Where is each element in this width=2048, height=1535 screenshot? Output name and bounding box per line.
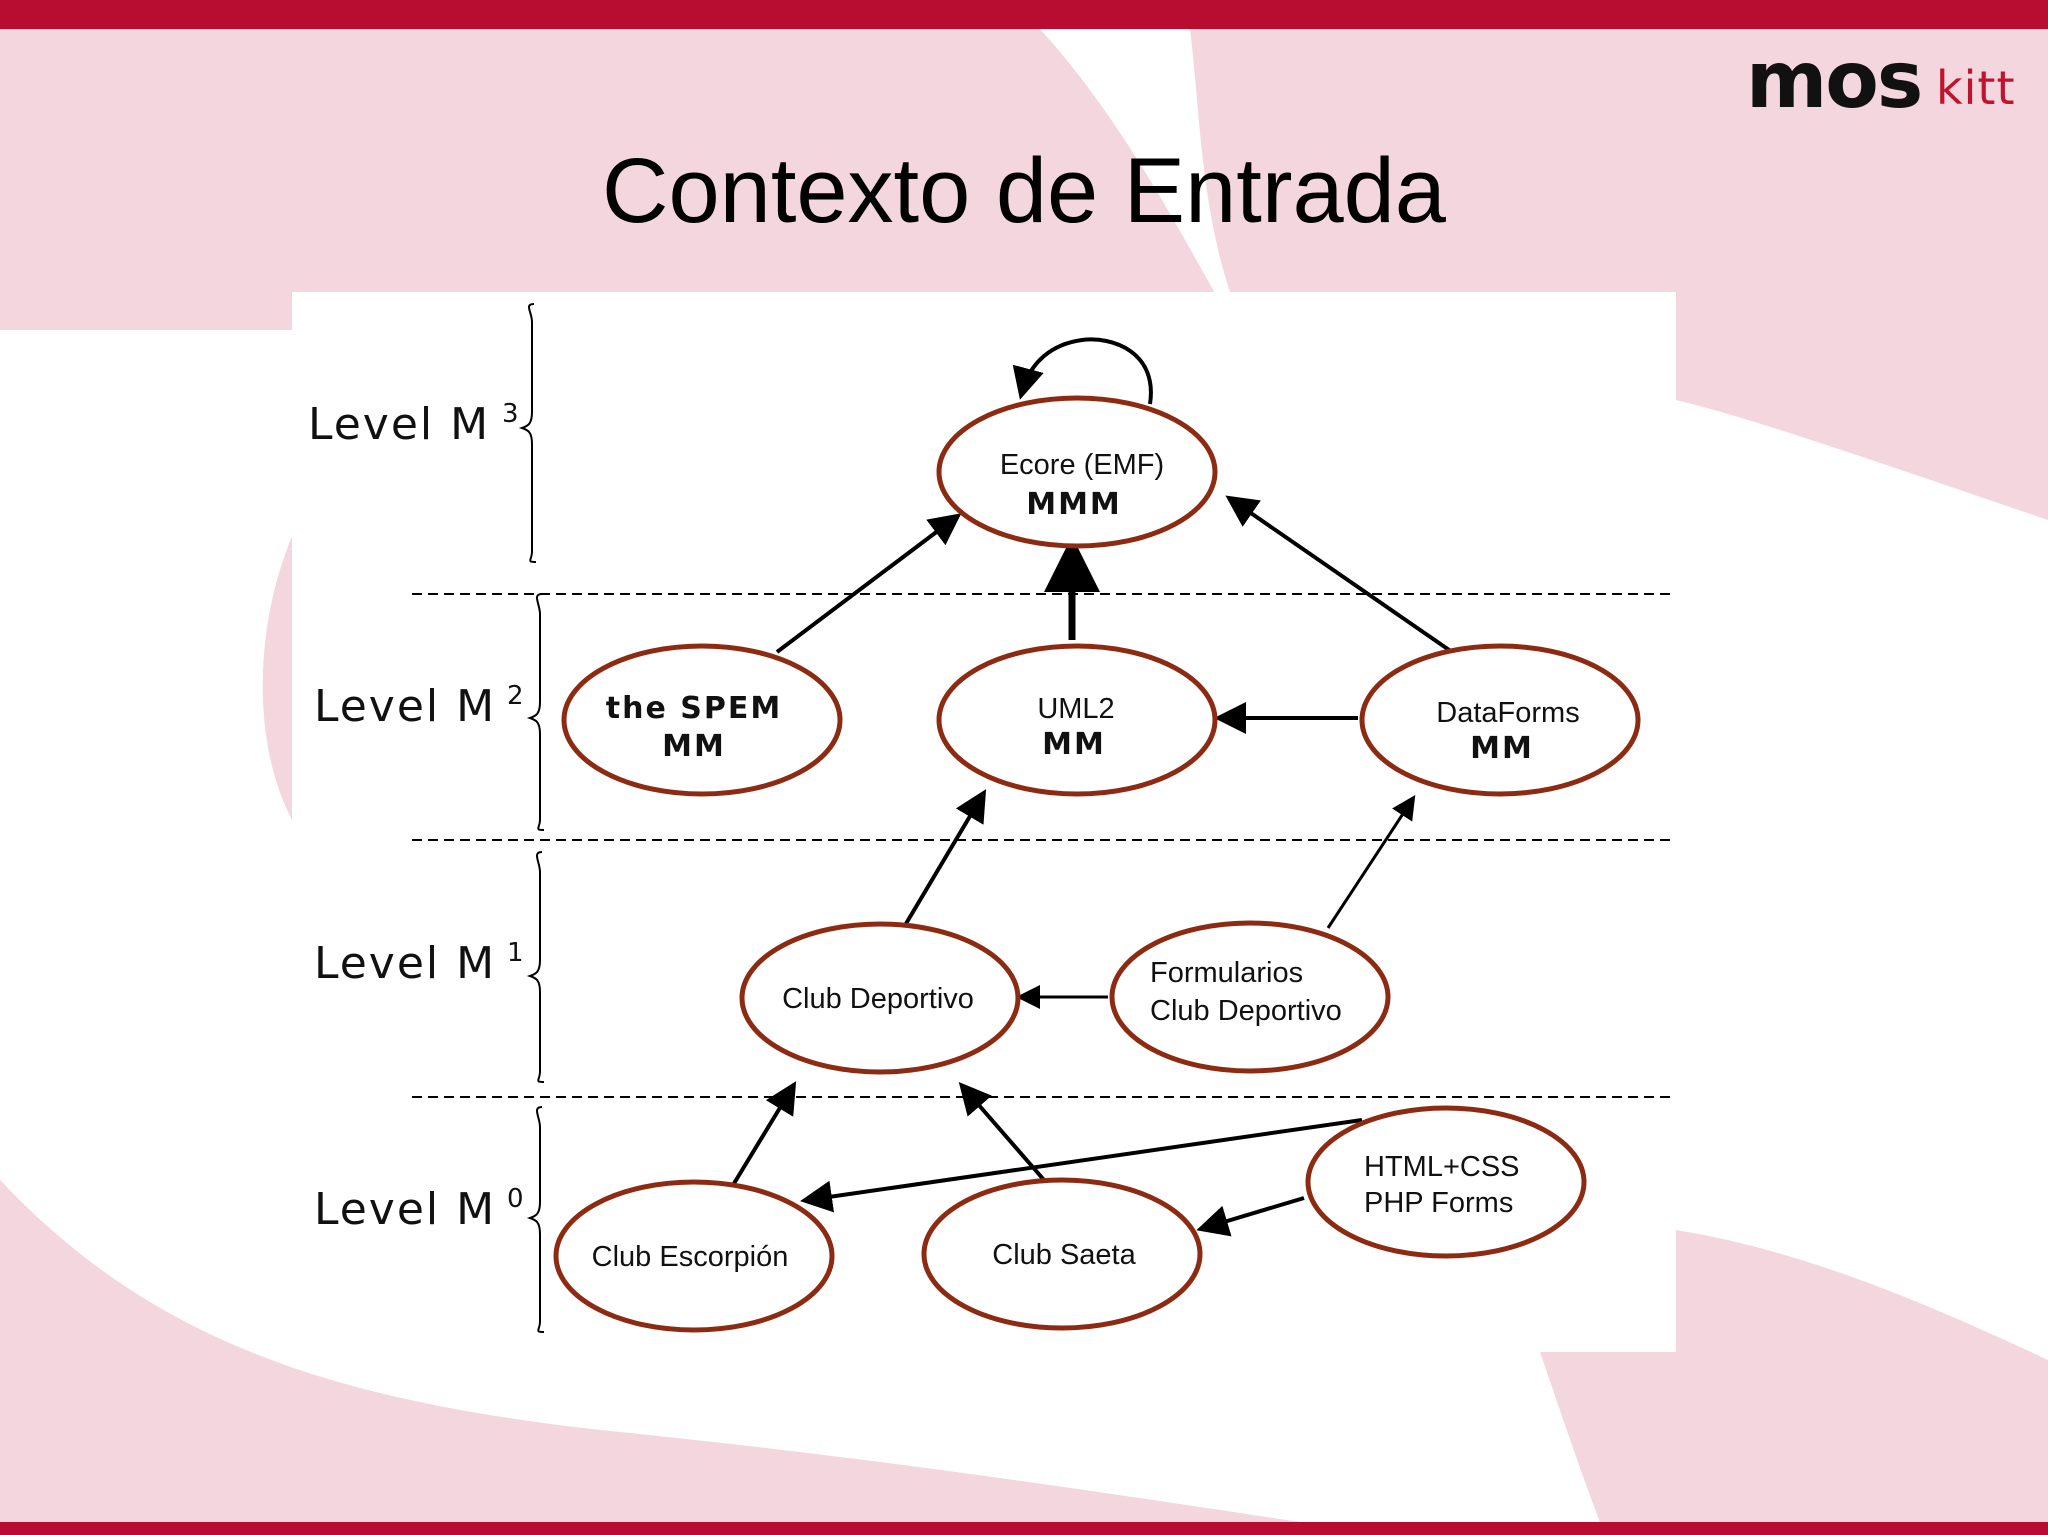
edge-spem-to-ecore bbox=[775, 513, 962, 654]
node-dataforms-sublabel: MM bbox=[1470, 731, 1534, 766]
node-dataforms: DataForms MM bbox=[1359, 643, 1641, 797]
node-club-escorpion: Club Escorpión bbox=[553, 1179, 835, 1333]
node-formularios-label: Formularios bbox=[1150, 957, 1303, 989]
node-spem-sublabel: MM bbox=[662, 729, 726, 764]
background-shape-bottom-right bbox=[1540, 1230, 2048, 1522]
node-ecore: Ecore (EMF) MMM bbox=[936, 395, 1218, 549]
level-superscript-m1: 1 bbox=[507, 938, 524, 968]
edge-dataforms-to-ecore bbox=[1225, 495, 1454, 654]
edge-club-saeta-to-club-deportivo bbox=[958, 1081, 1046, 1182]
slide-title: Contexto de Entrada bbox=[602, 140, 1446, 242]
brace-m0 bbox=[526, 1106, 545, 1333]
node-uml2-label: UML2 bbox=[1037, 693, 1114, 725]
node-club-saeta-label: Club Saeta bbox=[992, 1239, 1136, 1271]
level-label-m0: Level M bbox=[314, 1184, 496, 1235]
edge-club-escorpion-to-club-deportivo bbox=[728, 1081, 797, 1192]
node-formularios: Formularios Club Deportivo bbox=[1109, 920, 1391, 1074]
edge-formularios-to-dataforms bbox=[1326, 794, 1416, 929]
metamodel-diagram: Level M 3 Level M 2 Level M 1 Level M 0 … bbox=[308, 303, 1676, 1333]
node-html-css-sublabel: PHP Forms bbox=[1364, 1187, 1513, 1219]
logo-text: mos bbox=[1746, 36, 1923, 126]
node-html-css: HTML+CSS PHP Forms bbox=[1305, 1105, 1587, 1259]
node-ecore-sublabel: MMM bbox=[1026, 487, 1122, 522]
logo-suffix: kitt bbox=[1936, 61, 2016, 115]
node-formularios-sublabel: Club Deportivo bbox=[1150, 995, 1342, 1027]
background-shape-bottom-left bbox=[0, 1180, 1300, 1522]
node-club-escorpion-label: Club Escorpión bbox=[592, 1241, 789, 1273]
node-club-deportivo: Club Deportivo bbox=[739, 921, 1021, 1075]
node-dataforms-label: DataForms bbox=[1436, 697, 1579, 729]
node-spem: the SPEM MM bbox=[561, 643, 843, 797]
background-shape-top-right bbox=[1190, 29, 2048, 520]
node-html-css-label: HTML+CSS bbox=[1364, 1151, 1520, 1183]
bottom-bar bbox=[0, 1522, 2048, 1535]
level-superscript-m3: 3 bbox=[502, 399, 519, 429]
brace-m2 bbox=[526, 593, 545, 831]
brace-m3 bbox=[518, 303, 537, 563]
node-spem-label: the SPEM bbox=[606, 691, 782, 726]
level-superscript-m2: 2 bbox=[507, 681, 524, 711]
edge-html-css-to-club-escorpion bbox=[800, 1118, 1363, 1213]
edge-ecore-self-loop bbox=[1012, 337, 1153, 405]
node-club-deportivo-label: Club Deportivo bbox=[782, 983, 974, 1015]
node-ecore-label: Ecore (EMF) bbox=[1000, 449, 1164, 481]
moskitt-logo: mos kitt bbox=[1746, 36, 2016, 146]
edge-html-css-to-club-saeta bbox=[1196, 1196, 1305, 1237]
brace-m1 bbox=[526, 851, 545, 1083]
node-uml2: UML2 MM bbox=[936, 643, 1218, 797]
edge-club-deportivo-to-uml2 bbox=[902, 789, 987, 929]
node-club-saeta: Club Saeta bbox=[921, 1177, 1203, 1331]
level-superscript-m0: 0 bbox=[507, 1184, 524, 1214]
top-bar bbox=[0, 0, 2048, 29]
level-label-m3: Level M bbox=[308, 399, 490, 450]
diagram-panel: Level M 3 Level M 2 Level M 1 Level M 0 … bbox=[292, 292, 1676, 1352]
node-uml2-sublabel: MM bbox=[1042, 727, 1106, 762]
level-label-m2: Level M bbox=[314, 681, 496, 732]
level-label-m1: Level M bbox=[314, 938, 496, 989]
